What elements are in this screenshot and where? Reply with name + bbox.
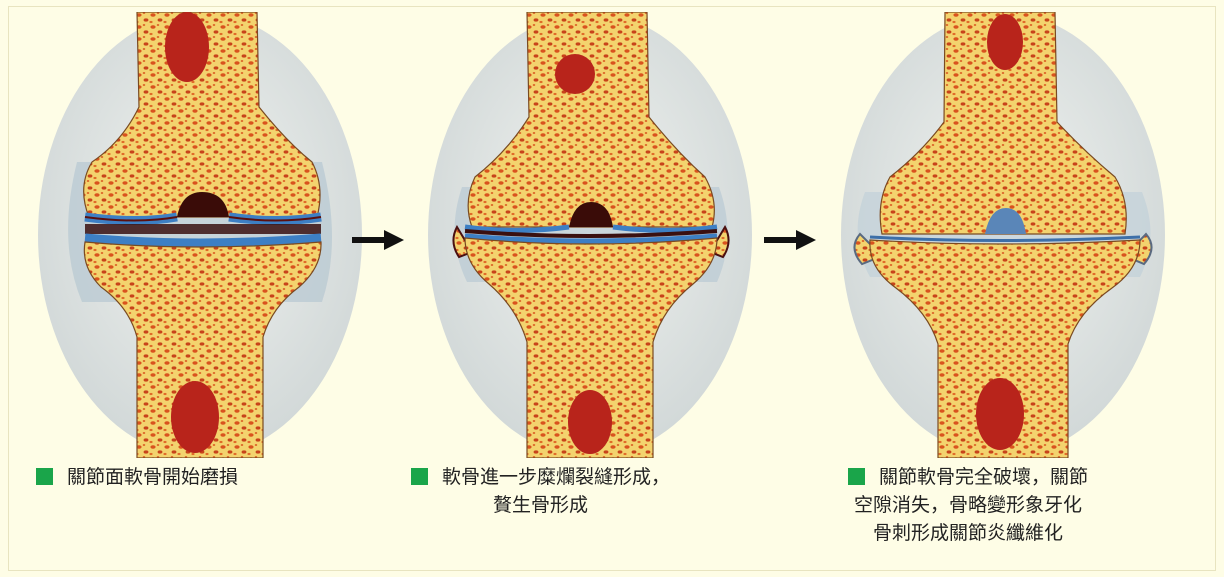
caption-text: 空隙消失，骨略變形象牙化 — [848, 491, 1088, 519]
stage-3-illustration — [840, 12, 1166, 458]
caption-text: 贅生骨形成 — [411, 491, 670, 519]
caption-text: 關節軟骨完全破壞，關節 — [879, 466, 1088, 488]
caption-text: 軟骨進一步糜爛裂縫形成， — [442, 466, 670, 488]
caption-text: 骨刺形成關節炎纖維化 — [848, 519, 1088, 547]
arrow-right-icon — [764, 228, 816, 252]
legend-square-icon — [411, 468, 428, 485]
caption-stage-2: 軟骨進一步糜爛裂縫形成， 贅生骨形成 — [411, 463, 670, 519]
stage-2-illustration — [427, 12, 753, 458]
caption-text: 關節面軟骨開始磨損 — [67, 466, 238, 488]
caption-stage-1: 關節面軟骨開始磨損 — [36, 463, 238, 491]
stage-1-illustration — [37, 12, 363, 458]
arrow-right-icon — [352, 228, 404, 252]
caption-stage-3: 關節軟骨完全破壞，關節 空隙消失，骨略變形象牙化 骨刺形成關節炎纖維化 — [848, 463, 1088, 547]
legend-square-icon — [36, 468, 53, 485]
legend-square-icon — [848, 468, 865, 485]
